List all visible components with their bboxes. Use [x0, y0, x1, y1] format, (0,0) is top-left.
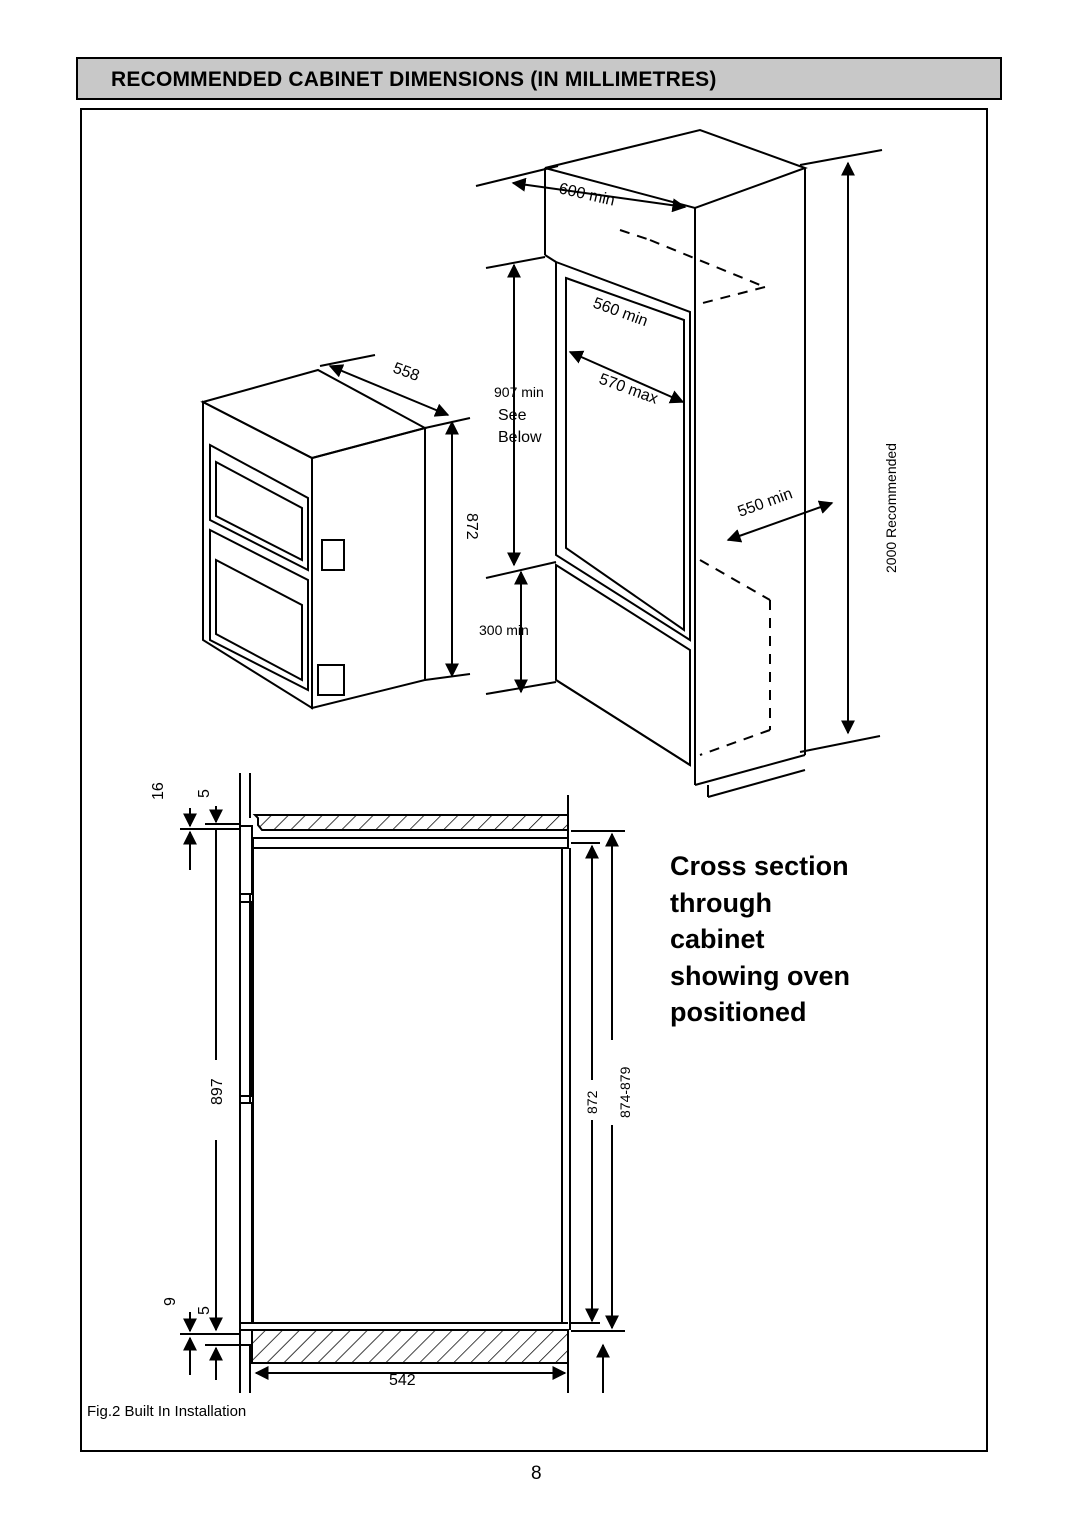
- cs-dim-872: 872: [584, 1090, 600, 1114]
- dim-300-min: 300 min: [479, 622, 529, 638]
- figure-frame: [80, 108, 988, 1452]
- dim-570-max: 570 max: [597, 371, 660, 408]
- page-number: 8: [531, 1463, 542, 1484]
- cross-section-drawing: [239, 773, 571, 1393]
- section-title: RECOMMENDED CABINET DIMENSIONS (IN MILLI…: [111, 68, 717, 91]
- dim-560-min: 560 min: [591, 295, 650, 330]
- dimension-lines-cross-section: [180, 806, 625, 1393]
- cs-dim-542: 542: [389, 1372, 416, 1389]
- dim-below-label: Below: [498, 429, 542, 446]
- dimension-lines-3d: [319, 149, 883, 753]
- heading-line-4: showing oven: [670, 960, 851, 991]
- dim-907-min: 907 min: [494, 384, 544, 400]
- heading-line-1: Cross section: [670, 851, 849, 881]
- cs-dim-897: 897: [209, 1078, 226, 1105]
- tall-cabinet-drawing: [544, 128, 808, 798]
- heading-line-5: positioned: [670, 997, 807, 1027]
- section-title-bar: RECOMMENDED CABINET DIMENSIONS (IN MILLI…: [76, 57, 1002, 100]
- cs-dim-16: 16: [150, 782, 167, 800]
- dim-2000-recommended: 2000 Recommended: [883, 443, 899, 573]
- figure-caption: Fig.2 Built In Installation: [87, 1403, 247, 1420]
- cross-section-heading: Cross section through cabinet showing ov…: [670, 848, 850, 1031]
- dim-see-label: See: [498, 407, 527, 424]
- cs-dim-9: 9: [162, 1297, 179, 1306]
- cs-dim-874-879: 874-879: [617, 1066, 633, 1118]
- oven-unit-drawing: [200, 368, 428, 710]
- cs-dim-5-top: 5: [196, 789, 213, 798]
- dim-872-oven: 872: [463, 513, 480, 540]
- cs-dim-5-bottom: 5: [196, 1306, 213, 1315]
- heading-line-3: cabinet: [670, 924, 765, 954]
- dim-550-min: 550 min: [736, 485, 795, 520]
- heading-line-2: through: [670, 887, 772, 918]
- dim-558: 558: [391, 360, 422, 385]
